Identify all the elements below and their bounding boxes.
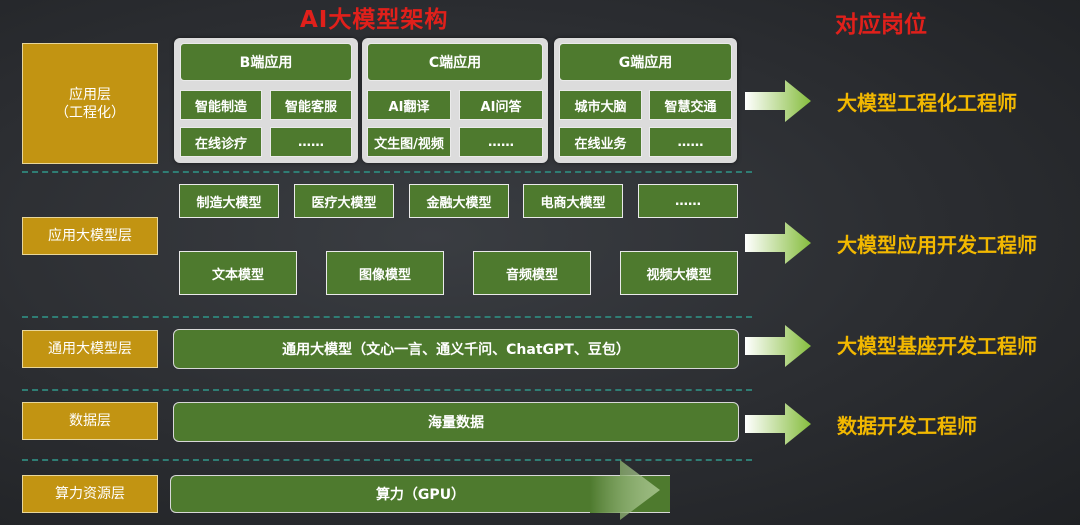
c-app-item: 文生图/视频 <box>367 127 451 157</box>
g-app-item: …… <box>649 127 732 157</box>
industry-model-box: 制造大模型 <box>179 184 279 218</box>
g-app-item: 城市大脑 <box>559 90 642 120</box>
b-app-group: B端应用 智能制造 智能客服 在线诊疗 …… <box>174 38 358 163</box>
highlight-arrow-icon <box>590 460 660 520</box>
right-arrow-icon <box>745 222 811 264</box>
general-model-bar: 通用大模型（文心一言、通义千问、ChatGPT、豆包） <box>173 329 739 369</box>
type-model-box: 文本模型 <box>179 251 297 295</box>
diagram-title: AI大模型架构 <box>300 7 449 33</box>
b-app-header: B端应用 <box>180 43 352 81</box>
layer-data: 数据层 <box>22 402 158 440</box>
g-app-header: G端应用 <box>559 43 732 81</box>
separator <box>22 459 752 461</box>
g-app-item: 在线业务 <box>559 127 642 157</box>
c-app-item: AI翻译 <box>367 90 451 120</box>
layer-app-model: 应用大模型层 <box>22 217 158 255</box>
b-app-item: 智能制造 <box>180 90 262 120</box>
type-model-box: 视频大模型 <box>620 251 738 295</box>
job-title: 大模型基座开发工程师 <box>837 334 1037 358</box>
right-arrow-icon <box>745 403 811 445</box>
type-model-box: 图像模型 <box>326 251 444 295</box>
right-arrow-icon <box>745 80 811 122</box>
job-title: 数据开发工程师 <box>837 414 977 438</box>
g-app-item: 智慧交通 <box>649 90 732 120</box>
job-title: 大模型应用开发工程师 <box>837 233 1037 257</box>
separator <box>22 316 752 318</box>
compute-bar: 算力（GPU） <box>170 475 670 513</box>
c-app-item: …… <box>459 127 543 157</box>
layer-general-model: 通用大模型层 <box>22 330 158 368</box>
data-bar: 海量数据 <box>173 402 739 442</box>
c-app-item: AI问答 <box>459 90 543 120</box>
industry-model-box: 金融大模型 <box>409 184 509 218</box>
separator <box>22 171 752 173</box>
job-title: 大模型工程化工程师 <box>837 91 1017 115</box>
b-app-item: 智能客服 <box>270 90 352 120</box>
jobs-title: 对应岗位 <box>835 12 927 38</box>
g-app-group: G端应用 城市大脑 智慧交通 在线业务 …… <box>554 38 737 163</box>
c-app-header: C端应用 <box>367 43 543 81</box>
c-app-group: C端应用 AI翻译 AI问答 文生图/视频 …… <box>362 38 548 163</box>
separator <box>22 389 752 391</box>
compute-bar-label: 算力（GPU） <box>375 487 466 503</box>
type-model-box: 音频模型 <box>473 251 591 295</box>
layer-compute: 算力资源层 <box>22 475 158 513</box>
industry-model-box: 电商大模型 <box>523 184 623 218</box>
industry-model-box: 医疗大模型 <box>294 184 394 218</box>
layer-application: 应用层 （工程化） <box>22 43 158 164</box>
b-app-item: 在线诊疗 <box>180 127 262 157</box>
industry-model-box: …… <box>638 184 738 218</box>
right-arrow-icon <box>745 325 811 367</box>
b-app-item: …… <box>270 127 352 157</box>
